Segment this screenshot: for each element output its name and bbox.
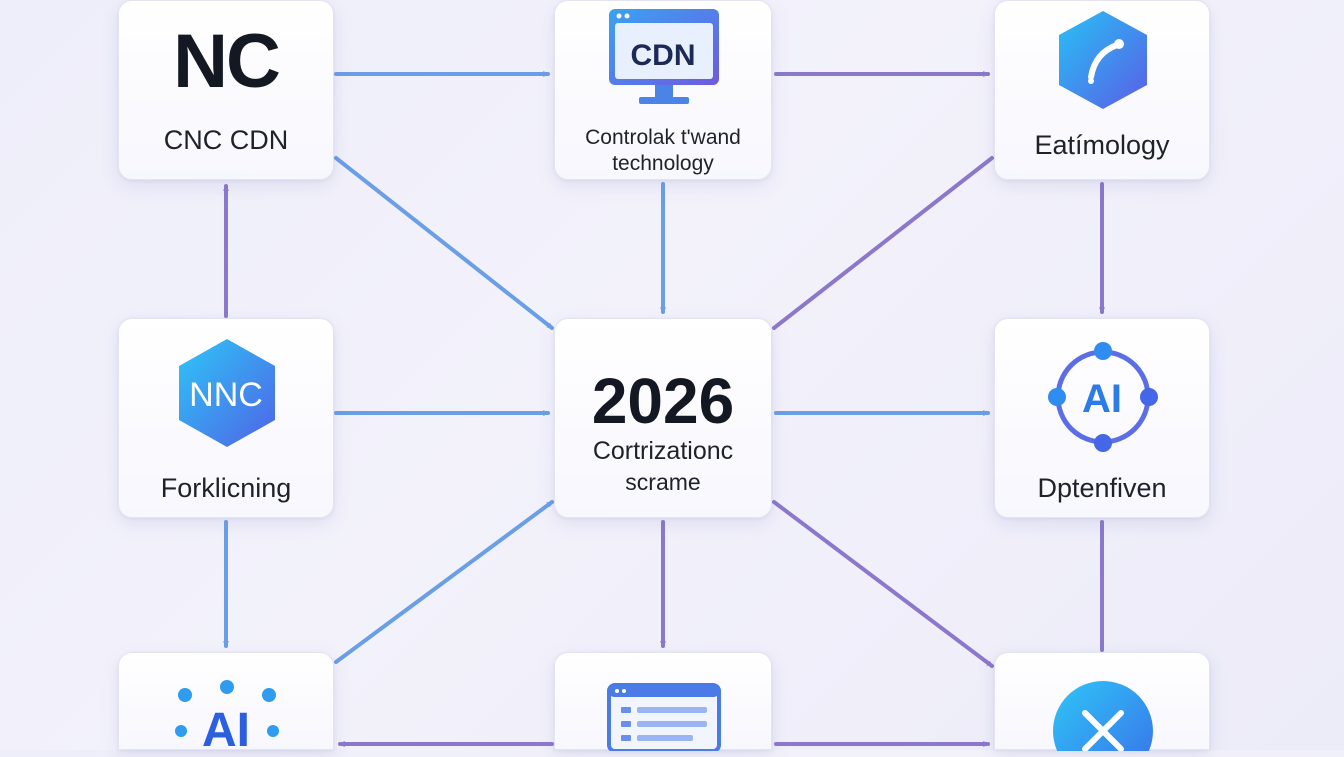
node-list-window[interactable] — [554, 652, 772, 751]
cdn-screen-text: CDN — [630, 39, 696, 72]
monitor-icon — [609, 9, 719, 104]
line-eat-to-center — [772, 156, 994, 330]
node-label: CNC CDN — [163, 125, 289, 155]
node-label-line1: Controlak t'wand — [585, 126, 741, 149]
node-cdn-technology[interactable]: CDN Controlak t'wand technology — [554, 0, 772, 180]
ai-icon-text: AI — [1082, 377, 1122, 421]
node-forklicning[interactable]: NNC Forklicning — [118, 318, 334, 518]
center-year: 2026 — [591, 365, 735, 437]
node-label: Forklicning — [160, 473, 292, 503]
list-window-icon — [607, 683, 721, 751]
node-label-line1: Cortrizationc — [592, 437, 734, 465]
node-cnc-cdn[interactable]: NC CNC CDN — [118, 0, 334, 180]
node-ai-bottom[interactable]: AI — [118, 652, 334, 757]
arrow-center-to-close — [772, 500, 994, 668]
node-label: Eatímology — [1034, 130, 1170, 160]
ai-icon-text: AI — [202, 704, 250, 757]
node-label: Dptenfiven — [1037, 473, 1167, 503]
arrow-ai-bottom-to-center — [334, 500, 554, 664]
nc-logo-text: NC — [173, 19, 281, 104]
hexagon-icon — [179, 339, 275, 447]
arrow-nc-to-center — [334, 156, 554, 330]
ai-orbit-icon — [1048, 342, 1158, 452]
close-circle-icon — [1053, 681, 1153, 751]
hexagon-arc-icon — [1059, 11, 1147, 109]
node-dptenfiven[interactable]: AI Dptenfiven — [994, 318, 1210, 518]
ai-dots-icon — [175, 680, 279, 737]
node-center-2026[interactable]: 2026 Cortrizationc scrame — [554, 318, 772, 518]
nnc-logo-text: NNC — [189, 376, 263, 414]
node-label-line2: scrame — [625, 469, 701, 495]
node-close[interactable] — [994, 652, 1210, 751]
node-label-line2: technology — [612, 152, 714, 175]
node-eatimology[interactable]: Eatímology — [994, 0, 1210, 180]
